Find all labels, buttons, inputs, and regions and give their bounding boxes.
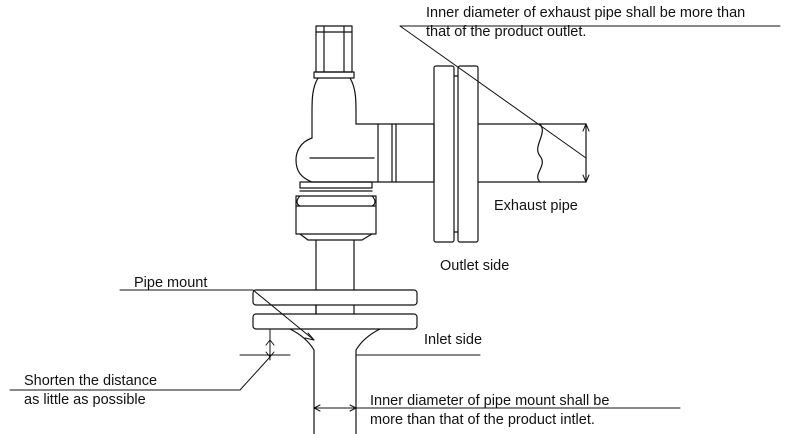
pipe-mount-stem — [289, 328, 381, 434]
outlet-nozzle — [391, 123, 435, 183]
inlet-pipe — [315, 239, 355, 315]
outlet-side-label: Outlet side — [440, 258, 510, 274]
shorten-distance-note-line1: Shorten the distance — [24, 373, 158, 389]
shorten-distance-note-line2: as little as possible — [24, 392, 146, 408]
pipe-mount-inner-diameter-note-line2: more than that of the product intlet. — [370, 412, 595, 428]
exhaust-pipe — [477, 123, 587, 183]
valve-body — [295, 77, 393, 183]
valve-cap — [313, 25, 355, 79]
pipe-mount-label: Pipe mount — [134, 275, 208, 291]
pipe-mount-inner-diameter-note-line1: Inner diameter of pipe mount shall be — [370, 393, 610, 409]
pipe-mount-flanges — [252, 289, 418, 330]
valve-nut — [295, 181, 377, 241]
leader-lines — [9, 25, 781, 412]
inlet-side-label: Inlet side — [424, 332, 483, 348]
exhaust-inner-diameter-note-line1: Inner diameter of exhaust pipe shall be … — [426, 5, 746, 21]
exhaust-inner-diameter-note-line2: that of the product outlet. — [426, 24, 587, 40]
exhaust-pipe-label: Exhaust pipe — [494, 198, 578, 214]
outlet-flanges — [433, 65, 479, 243]
